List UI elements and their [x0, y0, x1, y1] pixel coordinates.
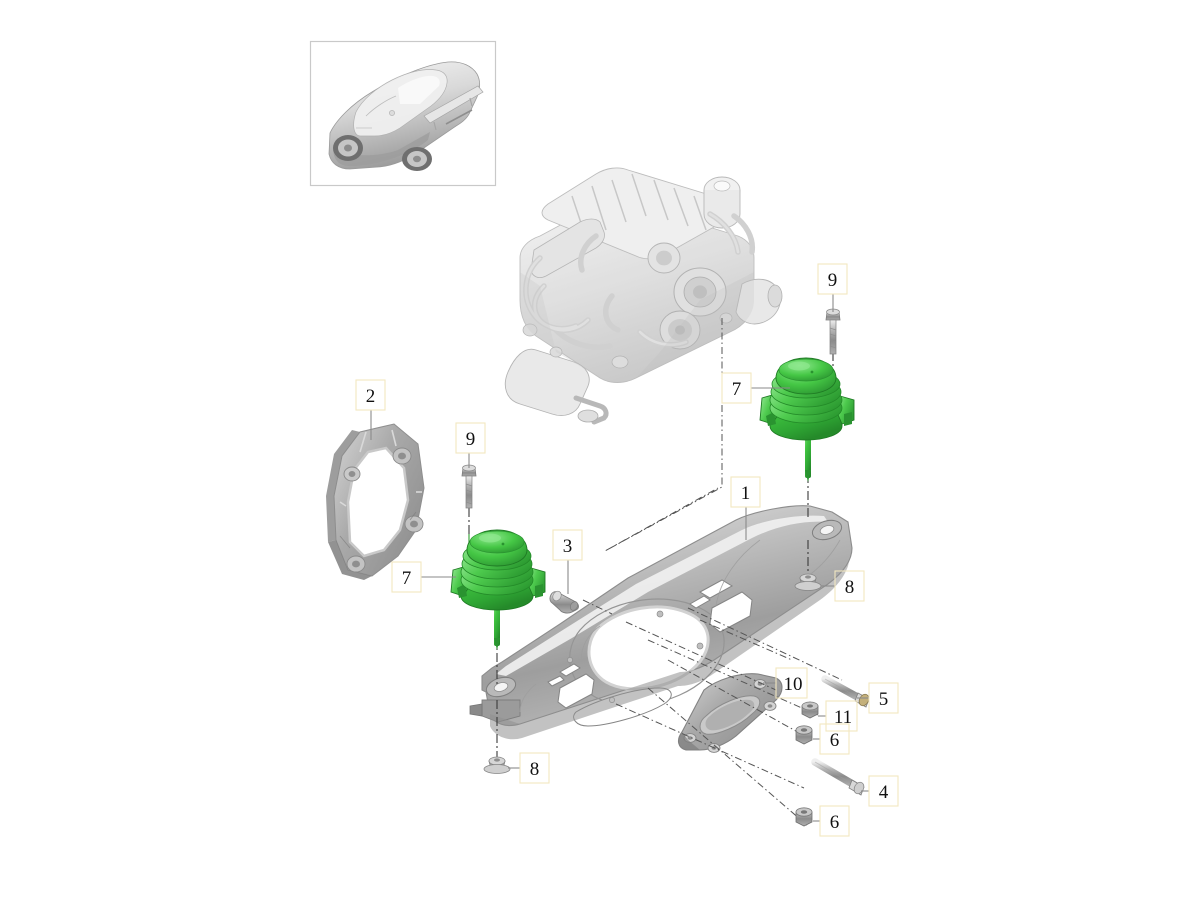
dowel-pin-illustration	[549, 590, 579, 614]
engine-mount-left-illustration	[450, 529, 546, 650]
bracket-illustration	[326, 423, 425, 580]
callout-7-left[interactable]: 7	[391, 561, 422, 593]
car-illustration	[328, 61, 484, 171]
assembly-axis-lines	[468, 318, 843, 827]
callout-9-right[interactable]: 9	[817, 263, 848, 295]
callout-number: 9	[828, 270, 838, 291]
long-bolt-upper-illustration	[821, 675, 870, 708]
mount-bolt-right-illustration	[825, 308, 841, 355]
callout-6-lower[interactable]: 6	[819, 805, 850, 837]
callout-4[interactable]: 4	[868, 775, 899, 807]
callout-number: 7	[402, 568, 412, 589]
callout-1[interactable]: 1	[730, 476, 761, 508]
vehicle-thumbnail	[309, 40, 497, 187]
callout-11[interactable]: 11	[825, 700, 858, 732]
callout-10[interactable]: 10	[775, 667, 808, 699]
callout-number: 6	[830, 812, 840, 833]
callout-number: 9	[466, 429, 476, 450]
crossmember-illustration	[469, 505, 853, 740]
callout-number: 2	[366, 386, 376, 407]
callout-6-upper[interactable]: 6	[819, 723, 850, 755]
callout-number: 5	[879, 689, 889, 710]
hex-nut-lower-illustration	[795, 807, 813, 827]
callout-5[interactable]: 5	[868, 682, 899, 714]
callout-number: 3	[563, 536, 573, 557]
mount-bolt-left-illustration	[461, 464, 477, 509]
callout-number: 1	[741, 483, 751, 504]
engine-mount-right-illustration	[759, 357, 855, 482]
callout-number: 10	[784, 674, 803, 695]
callout-number: 7	[732, 379, 742, 400]
hex-nut-upper-illustration	[795, 725, 813, 745]
callout-3[interactable]: 3	[552, 529, 583, 561]
callout-number: 8	[845, 577, 855, 598]
callout-9-left[interactable]: 9	[455, 422, 486, 454]
callout-8-left[interactable]: 8	[519, 752, 550, 784]
callout-number: 8	[530, 759, 540, 780]
flange-bolt-right-illustration	[794, 573, 822, 591]
flange-bolt-left-illustration	[483, 756, 511, 774]
plate-illustration	[677, 673, 783, 753]
engine-assembly-illustration	[504, 167, 783, 425]
callout-number: 11	[834, 707, 852, 728]
hex-nut-small-illustration	[801, 701, 819, 719]
callout-number: 6	[830, 730, 840, 751]
callout-2[interactable]: 2	[355, 379, 386, 411]
callout-7-right[interactable]: 7	[721, 372, 752, 404]
long-bolt-lower-illustration	[811, 758, 865, 796]
callout-8-right[interactable]: 8	[834, 570, 865, 602]
callout-number: 4	[879, 782, 889, 803]
callout-leader-lines	[370, 294, 869, 822]
